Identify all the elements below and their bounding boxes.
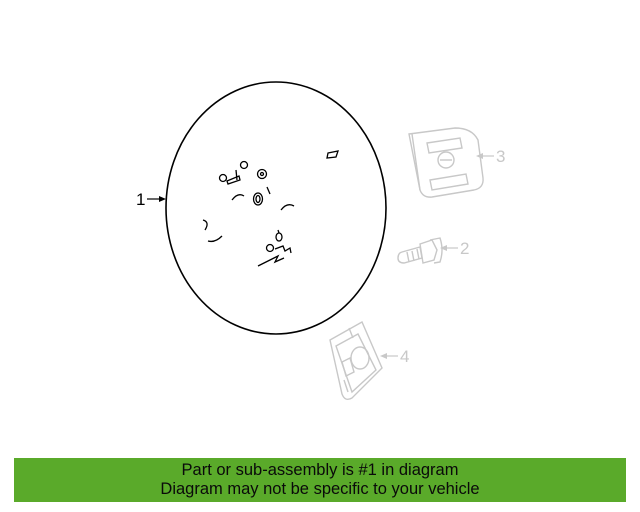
part-4-control-module[interactable] [329, 321, 383, 401]
callout-3-arrow [476, 153, 494, 159]
callout-2-arrow [440, 245, 458, 251]
callout-4: 4 [400, 347, 409, 366]
parts-diagram: 1 3 2 4 [136, 81, 505, 401]
banner-line-1: Part or sub-assembly is #1 in diagram [181, 461, 459, 479]
callout-2: 2 [460, 239, 469, 258]
info-banner: Part or sub-assembly is #1 in diagram Di… [14, 458, 626, 502]
part-2-screw[interactable] [397, 237, 443, 264]
callout-1-arrow [147, 196, 166, 202]
callout-1: 1 [136, 190, 145, 209]
part-3-switch-cluster[interactable] [408, 127, 484, 198]
part-1-panel[interactable] [165, 81, 387, 335]
callout-4-arrow [380, 353, 398, 359]
callout-3: 3 [496, 147, 505, 166]
banner-line-2: Diagram may not be specific to your vehi… [160, 480, 480, 498]
